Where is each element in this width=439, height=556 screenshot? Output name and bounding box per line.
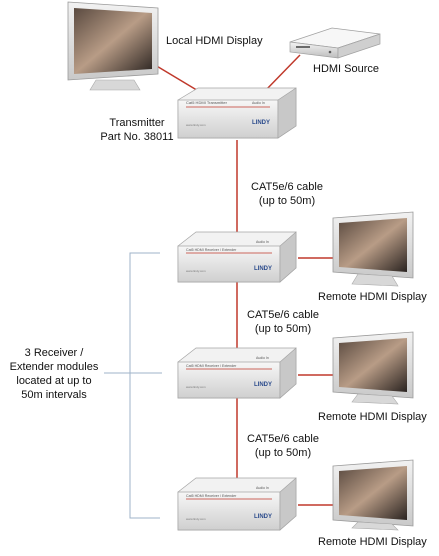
receiver-2-brand-logo: LINDY <box>254 382 272 388</box>
receivers-label-line1: 3 Receiver / <box>24 347 84 359</box>
receivers-label-line3: located at up to <box>16 375 92 387</box>
receiver-3-model-label: Cat5 HDMI Receiver / Extender <box>186 494 237 498</box>
receiver-device-3: Cat5 HDMI Receiver / Extender Audio In w… <box>177 477 297 531</box>
local-display-label: Local HDMI Display <box>166 35 263 47</box>
receiver-3-website: www.lindy.com <box>186 517 206 521</box>
cable-label-1-line1: CAT5e/6 cable <box>251 181 323 193</box>
receiver-2-audio-label: Audio In <box>256 356 269 360</box>
transmitter-audio-label: Audio In <box>252 101 265 105</box>
receiver-2-website: www.lindy.com <box>186 385 206 389</box>
receivers-label-line4: 50m intervals <box>21 389 87 401</box>
local-display-icon <box>67 1 159 91</box>
transmitter-model-label: Cat5 HDMI Transmitter <box>186 100 228 105</box>
remote-display-icon-3 <box>332 459 414 531</box>
transmitter-label-line2: Part No. 38011 <box>100 131 174 143</box>
receiver-1-audio-label: Audio In <box>256 240 269 244</box>
receiver-3-brand-logo: LINDY <box>254 514 272 520</box>
transmitter-website: www.lindy.com <box>186 123 206 127</box>
receiver-device-1: Cat5 HDMI Receiver / Extender Audio In w… <box>177 231 297 283</box>
cable-remote-displays <box>298 257 333 506</box>
receivers-label-line2: Extender modules <box>9 361 99 373</box>
receiver-1-brand-logo: LINDY <box>254 266 272 272</box>
cable-hdmi-source <box>263 54 301 93</box>
remote-display-icon-1 <box>332 211 414 287</box>
transmitter-device: Cat5 HDMI Transmitter Audio In www.lindy… <box>177 87 297 139</box>
transmitter-label-line1: Transmitter <box>109 117 165 129</box>
receiver-3-audio-label: Audio In <box>256 486 269 490</box>
cable-label-3-line1: CAT5e/6 cable <box>247 433 319 445</box>
cable-label-1-line2: (up to 50m) <box>258 195 316 207</box>
receiver-1-website: www.lindy.com <box>186 269 206 273</box>
cable-label-3-line2: (up to 50m) <box>254 447 312 459</box>
receivers-bracket <box>104 252 162 519</box>
transmitter-label: Transmitter Part No. 38011 <box>92 116 182 144</box>
cable-label-2-line2: (up to 50m) <box>254 323 312 335</box>
remote-display-label-1: Remote HDMI Display <box>318 291 427 303</box>
hdmi-source-icon <box>289 27 381 59</box>
cable-label-2: CAT5e/6 cable (up to 50m) <box>240 308 326 336</box>
remote-display-label-2: Remote HDMI Display <box>318 411 427 423</box>
cable-label-3: CAT5e/6 cable (up to 50m) <box>240 432 326 460</box>
receivers-label: 3 Receiver / Extender modules located at… <box>2 346 106 402</box>
remote-display-label-3: Remote HDMI Display <box>318 536 427 548</box>
receiver-2-model-label: Cat5 HDMI Receiver / Extender <box>186 364 237 368</box>
receiver-device-2: Cat5 HDMI Receiver / Extender Audio In w… <box>177 347 297 399</box>
transmitter-brand-logo: LINDY <box>252 120 270 126</box>
cable-label-1: CAT5e/6 cable (up to 50m) <box>244 180 330 208</box>
receiver-1-model-label: Cat5 HDMI Receiver / Extender <box>186 248 237 252</box>
cable-label-2-line1: CAT5e/6 cable <box>247 309 319 321</box>
hdmi-source-label: HDMI Source <box>313 63 380 75</box>
remote-display-icon-2 <box>332 331 414 405</box>
